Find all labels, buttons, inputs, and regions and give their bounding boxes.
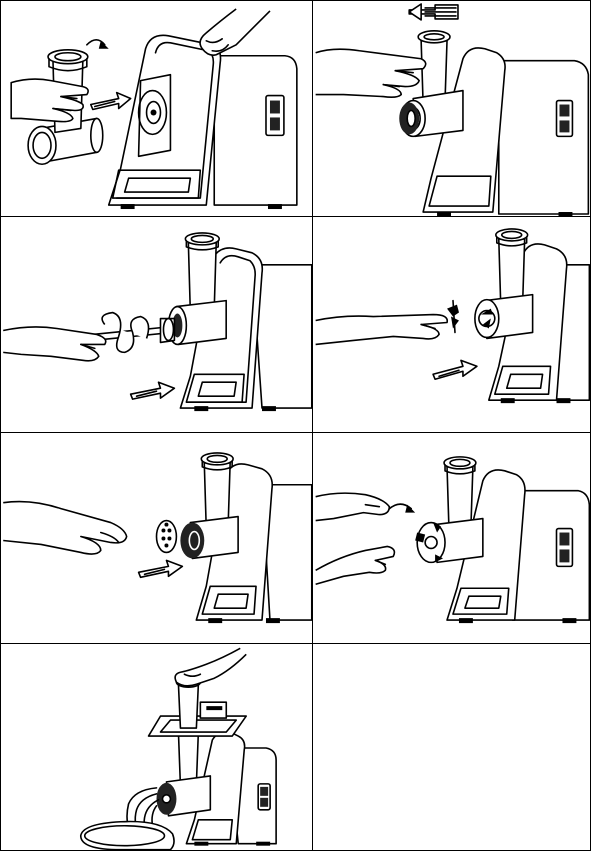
remove-head-icon (313, 1, 590, 216)
mince-into-bowl-icon (1, 644, 312, 850)
panel-step-2 (313, 1, 590, 217)
insert-blade-icon (313, 217, 590, 432)
panel-step-7 (1, 644, 313, 850)
insert-cutting-plate-icon (1, 433, 312, 643)
insert-auger-icon (1, 217, 312, 432)
panel-step-4 (313, 217, 590, 433)
attach-shredder-head-icon (1, 1, 312, 216)
panel-empty (313, 644, 590, 850)
panel-step-5 (1, 433, 313, 644)
panel-step-3 (1, 217, 313, 433)
tighten-ring-icon (313, 433, 590, 643)
panel-step-6 (313, 433, 590, 644)
panel-step-1 (1, 1, 313, 217)
